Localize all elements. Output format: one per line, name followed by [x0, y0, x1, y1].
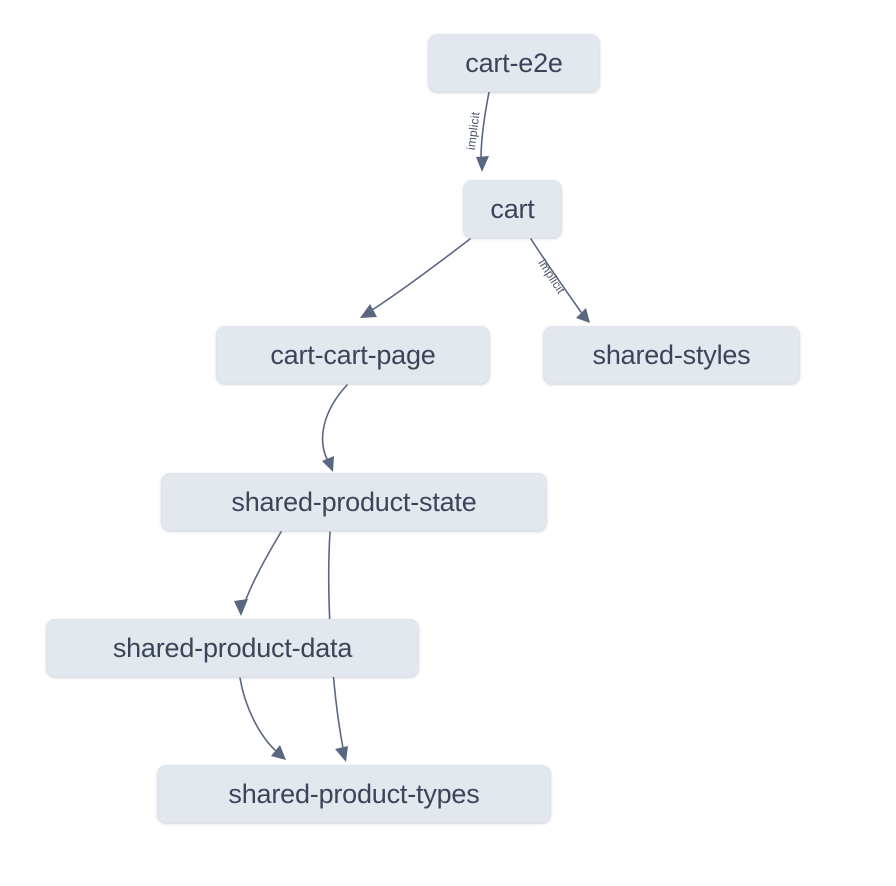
edge-line	[321, 384, 348, 460]
graph-node-label: cart-e2e	[465, 47, 563, 78]
arrowhead-icon	[322, 456, 334, 472]
graph-node-label: shared-styles	[592, 339, 751, 370]
edge-cart-e2e-to-cart: implicit	[464, 91, 490, 172]
edge-line	[530, 238, 582, 313]
graph-node-label: cart	[490, 193, 535, 224]
graph-node-cart-cart-page[interactable]: cart-cart-page	[216, 326, 490, 384]
edge-line	[239, 677, 276, 751]
edge-cart-to-cart-cart-page	[360, 238, 471, 318]
graph-node-label: cart-cart-page	[270, 339, 436, 370]
graph-node-label: shared-product-state	[231, 486, 477, 517]
graph-node-cart[interactable]: cart	[463, 180, 562, 238]
edge-cart-cart-page-to-shared-product-state	[321, 384, 348, 472]
edge-line	[244, 531, 282, 603]
arrowhead-icon	[360, 304, 377, 318]
edge-label: implicit	[464, 111, 483, 151]
arrowhead-icon	[335, 746, 348, 762]
arrowhead-icon	[476, 156, 489, 172]
graph-node-label: shared-product-data	[112, 632, 353, 663]
graph-node-cart-e2e[interactable]: cart-e2e	[428, 34, 600, 92]
edge-shared-product-data-to-shared-product-types	[239, 677, 286, 760]
graph-node-shared-product-types[interactable]: shared-product-types	[157, 765, 551, 823]
arrowhead-icon	[576, 308, 590, 323]
edge-shared-product-state-to-shared-product-data	[234, 531, 282, 616]
graph-node-shared-product-data[interactable]: shared-product-data	[46, 619, 419, 677]
arrowhead-icon	[271, 745, 286, 760]
graph-node-shared-product-state[interactable]: shared-product-state	[161, 473, 547, 531]
edge-line	[480, 91, 490, 159]
arrowhead-icon	[234, 599, 248, 616]
graph-node-label: shared-product-types	[228, 778, 480, 809]
edge-label: implicit	[535, 257, 568, 297]
edge-cart-to-shared-styles: implicit	[530, 238, 590, 323]
graph-node-shared-styles[interactable]: shared-styles	[543, 326, 800, 384]
edge-line	[371, 238, 471, 311]
